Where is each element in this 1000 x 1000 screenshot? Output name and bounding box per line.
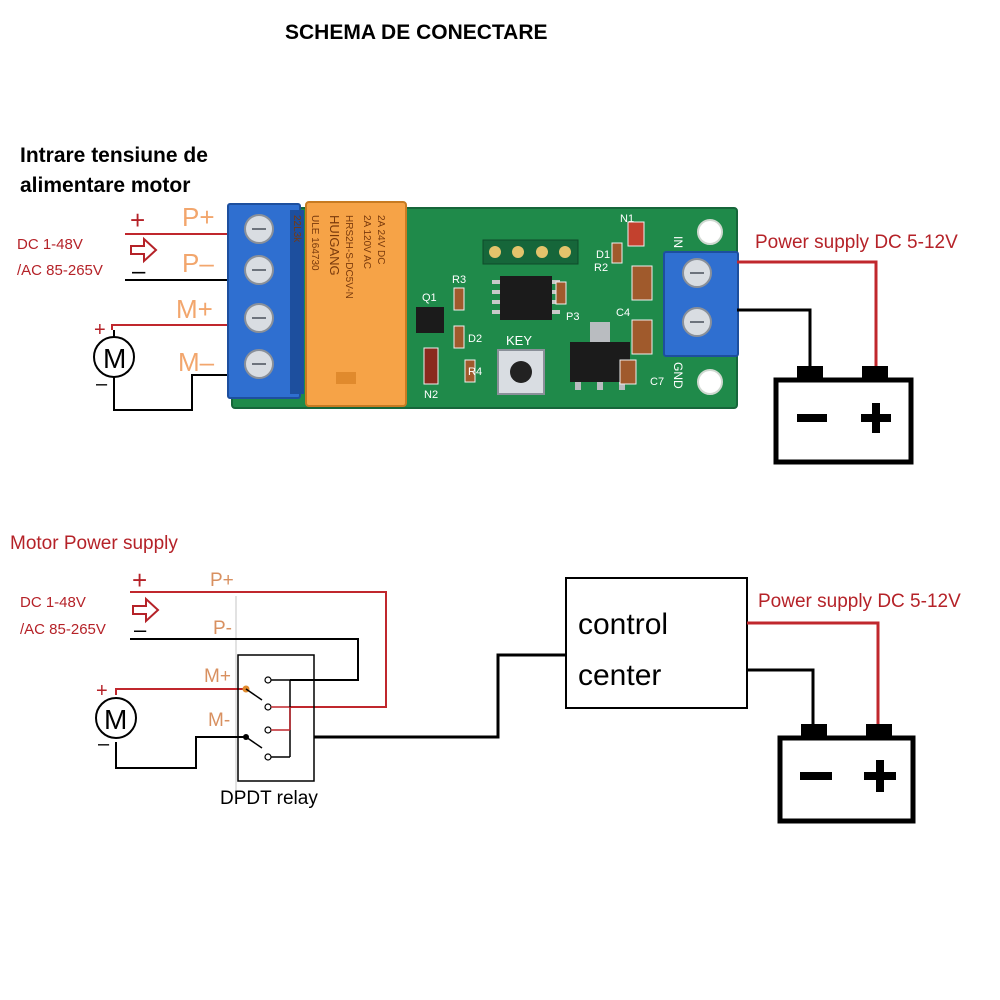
pcb-p3: P3 bbox=[566, 311, 579, 323]
bottom-diagram: Motor Power supply + – DC 1-48V /AC 85-2… bbox=[10, 533, 961, 824]
top-terminal-m-plus: M+ bbox=[176, 294, 213, 324]
pcb-d2: D2 bbox=[468, 333, 482, 345]
top-input-dc: DC 1-48V bbox=[17, 236, 83, 253]
bottom-power-supply-label: Power supply DC 5-12V bbox=[758, 591, 961, 612]
top-motor-plus: + bbox=[94, 319, 106, 341]
top-wire-m-plus bbox=[111, 324, 245, 330]
pcb-r2: R2 bbox=[594, 262, 608, 274]
top-input-ac: /AC 85-265V bbox=[17, 262, 103, 279]
smd-components bbox=[453, 242, 653, 385]
top-terminal-m-minus: M– bbox=[178, 347, 215, 377]
top-input-minus: – bbox=[132, 258, 146, 285]
bottom-input-dc: DC 1-48V bbox=[20, 594, 86, 611]
bottom-wire-p-minus bbox=[130, 638, 359, 681]
relay-model: HRS2H-S-DC5V-N bbox=[343, 215, 354, 299]
bottom-terminal-m-minus: M- bbox=[208, 710, 230, 731]
diagram-title: SCHEMA DE CONECTARE bbox=[285, 21, 548, 44]
bottom-motor-plus: + bbox=[96, 680, 108, 702]
pcb-d1: D1 bbox=[596, 249, 610, 261]
bottom-terminal-p-minus: P- bbox=[213, 618, 232, 639]
relay-rating1: 2A 120V AC bbox=[361, 215, 372, 269]
pcb-gnd: GND bbox=[671, 362, 685, 389]
mounting-hole bbox=[697, 369, 723, 395]
bottom-motor-minus: – bbox=[98, 733, 110, 755]
top-heading-line1: Intrare tensiune de bbox=[20, 144, 208, 167]
bottom-battery-icon bbox=[777, 724, 916, 824]
bottom-wire-supply-plus bbox=[747, 621, 880, 732]
control-center-box bbox=[565, 577, 748, 709]
bottom-wire-m-plus bbox=[115, 688, 246, 695]
bottom-motor-label: M bbox=[104, 704, 127, 735]
relay-brand: HUIGANG bbox=[327, 215, 342, 276]
key-button bbox=[497, 349, 545, 395]
top-wire-m-minus bbox=[113, 374, 245, 411]
bottom-input-arrow-icon bbox=[132, 596, 160, 624]
transistor-q1 bbox=[416, 307, 444, 333]
bottom-wire-m-minus bbox=[115, 736, 246, 769]
bottom-wire-p-plus bbox=[130, 591, 387, 708]
relay-ul: ULE 164730 bbox=[309, 215, 320, 271]
bottom-input-ac: /AC 85-265V bbox=[20, 621, 106, 638]
bottom-input-plus: + bbox=[132, 565, 147, 595]
microcontroller-chip bbox=[492, 276, 560, 320]
pcb-r4: R4 bbox=[468, 366, 482, 378]
pcb-r3: R3 bbox=[452, 274, 466, 286]
top-battery-icon bbox=[773, 366, 914, 465]
bottom-heading: Motor Power supply bbox=[10, 533, 178, 554]
bottom-wire-control bbox=[314, 653, 566, 739]
bottom-terminal-m-plus: M+ bbox=[204, 666, 231, 687]
top-input-arrow-icon bbox=[130, 236, 158, 264]
top-terminal-p-minus: P– bbox=[182, 248, 214, 278]
relay-component: HUIGANG HRS2H-S-DC5V-N ULE 164730 2A 120… bbox=[291, 201, 407, 407]
pcb-n1: N1 bbox=[620, 213, 634, 225]
bottom-motor-icon bbox=[95, 697, 137, 739]
top-wire-supply-plus bbox=[737, 260, 878, 376]
top-wire-supply-minus bbox=[737, 308, 812, 376]
pcb-key: KEY bbox=[506, 333, 532, 348]
pcb-n2: N2 bbox=[424, 389, 438, 401]
relay-code: 22L3k bbox=[291, 215, 302, 243]
led-d1 bbox=[627, 221, 645, 247]
pcb-c7: C7 bbox=[650, 376, 664, 388]
bottom-wire-supply-minus bbox=[747, 668, 815, 732]
dpdt-relay-symbol bbox=[237, 654, 315, 782]
top-motor-label: M bbox=[103, 343, 126, 374]
top-heading-line2: alimentare motor bbox=[20, 174, 190, 197]
pcb-c4: C4 bbox=[616, 307, 630, 319]
pcb-q1: Q1 bbox=[422, 292, 437, 304]
control-terminal-block bbox=[663, 251, 739, 357]
bottom-terminal-p-plus: P+ bbox=[210, 570, 234, 591]
top-diagram: Intrare tensiune de alimentare motor + –… bbox=[17, 144, 958, 465]
pin-header bbox=[482, 239, 579, 265]
top-motor-minus: – bbox=[96, 373, 108, 395]
pcb-in: IN bbox=[671, 236, 685, 248]
mounting-hole bbox=[697, 219, 723, 245]
top-input-plus: + bbox=[130, 205, 145, 235]
relay-module-board: HUIGANG HRS2H-S-DC5V-N ULE 164730 2A 120… bbox=[227, 201, 739, 409]
control-center-line2: center bbox=[578, 659, 661, 692]
diode-n2 bbox=[423, 347, 439, 385]
motor-terminal-block bbox=[227, 203, 304, 399]
bottom-input-minus: – bbox=[134, 617, 147, 642]
top-motor-icon bbox=[93, 330, 135, 388]
top-power-supply-label: Power supply DC 5-12V bbox=[755, 232, 958, 253]
dpdt-relay-label: DPDT relay bbox=[220, 788, 318, 809]
relay-rating2: 2A 24V DC bbox=[375, 215, 386, 264]
control-center-line1: control bbox=[578, 608, 668, 641]
top-terminal-p-plus: P+ bbox=[182, 202, 215, 232]
